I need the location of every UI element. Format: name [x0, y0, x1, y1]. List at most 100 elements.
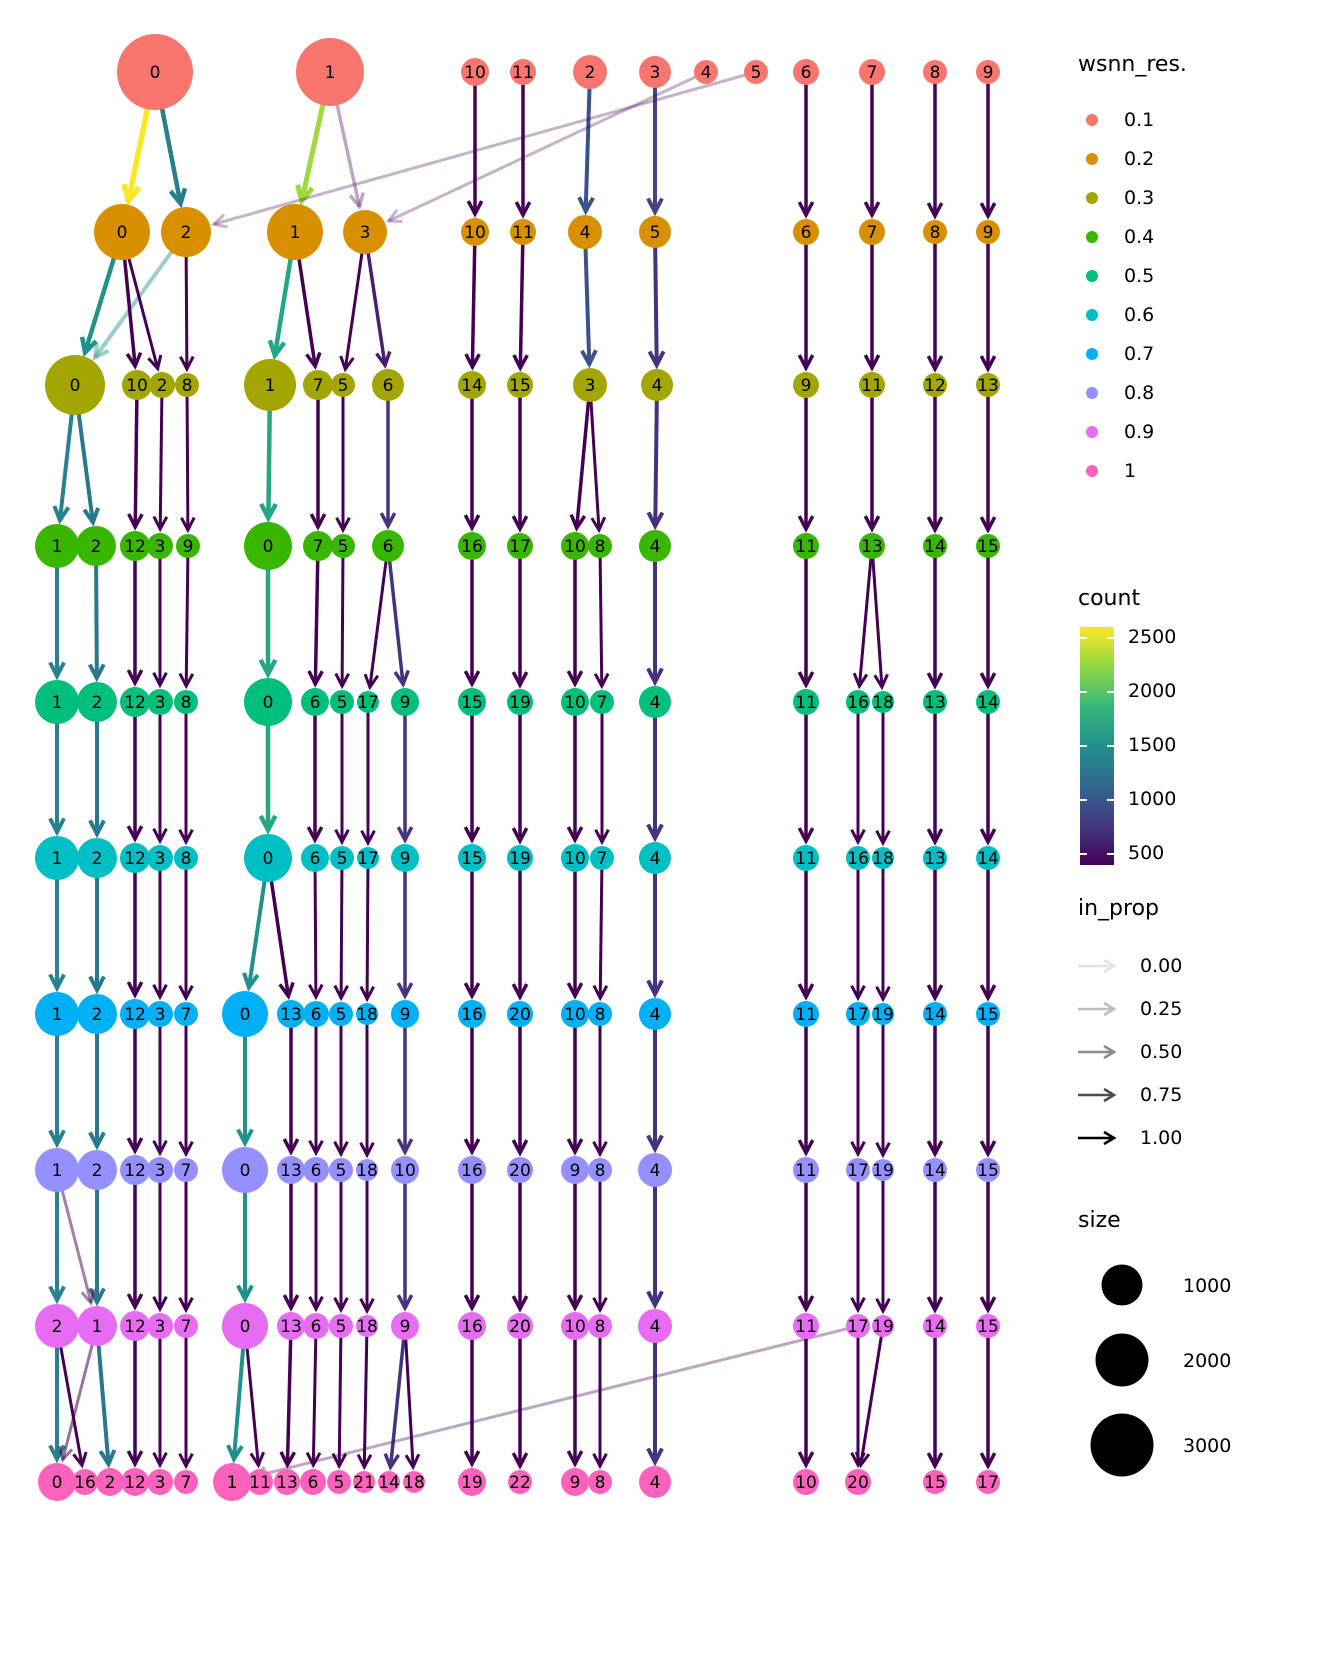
legend-in-prop-item: 0.75	[1068, 1073, 1344, 1116]
cluster-node: 6	[372, 530, 404, 562]
edge-arrow	[307, 545, 324, 688]
cluster-node: 11	[793, 1157, 819, 1183]
edge-arrow	[379, 385, 397, 530]
count-tick-mark	[1080, 637, 1087, 640]
cluster-node: 19	[872, 1003, 894, 1025]
cluster-node: 0	[222, 1303, 268, 1349]
cluster-node: 5	[329, 1314, 353, 1338]
legend-title-count: count	[1078, 586, 1141, 611]
edge-arrow	[592, 857, 609, 1002]
cluster-node: 7	[590, 846, 614, 870]
cluster-node: 9	[176, 534, 200, 558]
cluster-node-label: 10	[126, 376, 148, 396]
cluster-node: 21	[353, 1471, 375, 1493]
cluster-node-label: 20	[509, 1161, 531, 1181]
cluster-node-label: 5	[337, 849, 348, 869]
cluster-node-label: 9	[983, 223, 994, 243]
cluster-node: 18	[356, 1315, 378, 1337]
edge-arrow	[279, 1325, 297, 1469]
cluster-node-label: 1	[52, 1005, 63, 1025]
cluster-node-label: 11	[795, 1317, 817, 1337]
legend-res-item: 0.5	[1068, 256, 1344, 295]
edge-arrow	[88, 858, 106, 995]
legend-in-prop-item: 0.25	[1068, 987, 1344, 1030]
cluster-node-label: 7	[867, 63, 878, 83]
cluster-node: 9	[793, 372, 819, 398]
cluster-node: 17	[846, 1158, 870, 1182]
edge-arrow	[152, 546, 168, 689]
cluster-node: 16	[458, 532, 486, 560]
legend-res-item: 0.7	[1068, 334, 1344, 373]
edge-arrow	[463, 702, 481, 844]
size-circle	[1101, 1264, 1143, 1306]
cluster-node-label: 12	[124, 849, 146, 869]
cluster-node-label: 0	[263, 537, 274, 557]
cluster-node-label: 14	[924, 537, 946, 557]
edge-arrow	[566, 1014, 584, 1156]
edge-arrow	[511, 1170, 529, 1313]
res-item-label: 0.5	[1124, 264, 1155, 287]
cluster-node-label: 19	[872, 1161, 894, 1181]
cluster-node-label: 13	[276, 1473, 298, 1493]
cluster-node-label: 13	[280, 1005, 302, 1025]
cluster-node-label: 0	[240, 1317, 251, 1337]
edge-arrow	[180, 384, 196, 534]
cluster-node: 6	[303, 1001, 329, 1027]
cluster-node-label: 11	[249, 1473, 271, 1493]
cluster-node: 3	[573, 368, 607, 402]
edge-arrow	[282, 1170, 300, 1312]
edge-arrow	[797, 72, 815, 219]
cluster-node: 13	[976, 373, 1000, 397]
cluster-node-label: 8	[182, 376, 193, 396]
count-tick-mark	[1107, 799, 1114, 802]
cluster-node: 19	[458, 1468, 486, 1496]
cluster-node: 0	[94, 204, 150, 260]
cluster-node-label: 5	[336, 1005, 347, 1025]
cluster-node-label: 7	[313, 376, 324, 396]
cluster-node: 10	[122, 370, 152, 400]
cluster-node-label: 20	[509, 1005, 531, 1025]
cluster-node-label: 6	[311, 1161, 322, 1181]
edge-arrow	[926, 1014, 944, 1158]
edge-arrow	[396, 1170, 414, 1312]
cluster-node: 14	[378, 1471, 400, 1493]
edge-arrow	[178, 1170, 194, 1314]
cluster-node: 14	[976, 690, 1000, 714]
cluster-node-label: 18	[356, 1161, 378, 1181]
cluster-node-label: 1	[52, 1161, 63, 1181]
cluster-node-label: 2	[181, 223, 192, 243]
cluster-node: 5	[744, 60, 768, 84]
cluster-node: 4	[639, 1466, 671, 1498]
cluster-node: 8	[174, 846, 198, 870]
legend-size-item: 1000	[1101, 1264, 1231, 1306]
cluster-node-label: 12	[124, 1005, 146, 1025]
cluster-node: 2	[77, 1150, 117, 1190]
cluster-node-label: 1	[325, 63, 336, 83]
cluster-node: 11	[793, 533, 819, 559]
edge-arrow	[647, 231, 666, 370]
cluster-node-label: 9	[570, 1473, 581, 1493]
cluster-node: 3	[147, 1157, 173, 1183]
cluster-node: 19	[507, 689, 533, 715]
edge-arrow	[511, 546, 529, 689]
in-prop-arrow-icon	[1078, 1044, 1117, 1059]
cluster-node-label: 18	[356, 1005, 378, 1025]
cluster-node: 8	[588, 534, 612, 558]
cluster-node: 7	[174, 1314, 198, 1338]
cluster-node: 10	[561, 844, 589, 872]
cluster-node-label: 16	[74, 1473, 96, 1493]
cluster-node: 4	[641, 369, 673, 401]
cluster-node-label: 13	[861, 537, 883, 557]
cluster-node-label: 10	[795, 1473, 817, 1493]
cluster-node: 16	[72, 1469, 98, 1495]
cluster-node: 6	[372, 369, 404, 401]
edge-arrow	[926, 72, 944, 220]
cluster-node: 2	[76, 526, 116, 566]
cluster-node-label: 14	[461, 376, 483, 396]
cluster-node: 12	[923, 373, 947, 397]
size-circle	[1090, 1413, 1154, 1477]
cluster-node: 2	[161, 207, 211, 257]
cluster-node: 11	[793, 689, 819, 715]
cluster-node: 7	[859, 59, 885, 85]
